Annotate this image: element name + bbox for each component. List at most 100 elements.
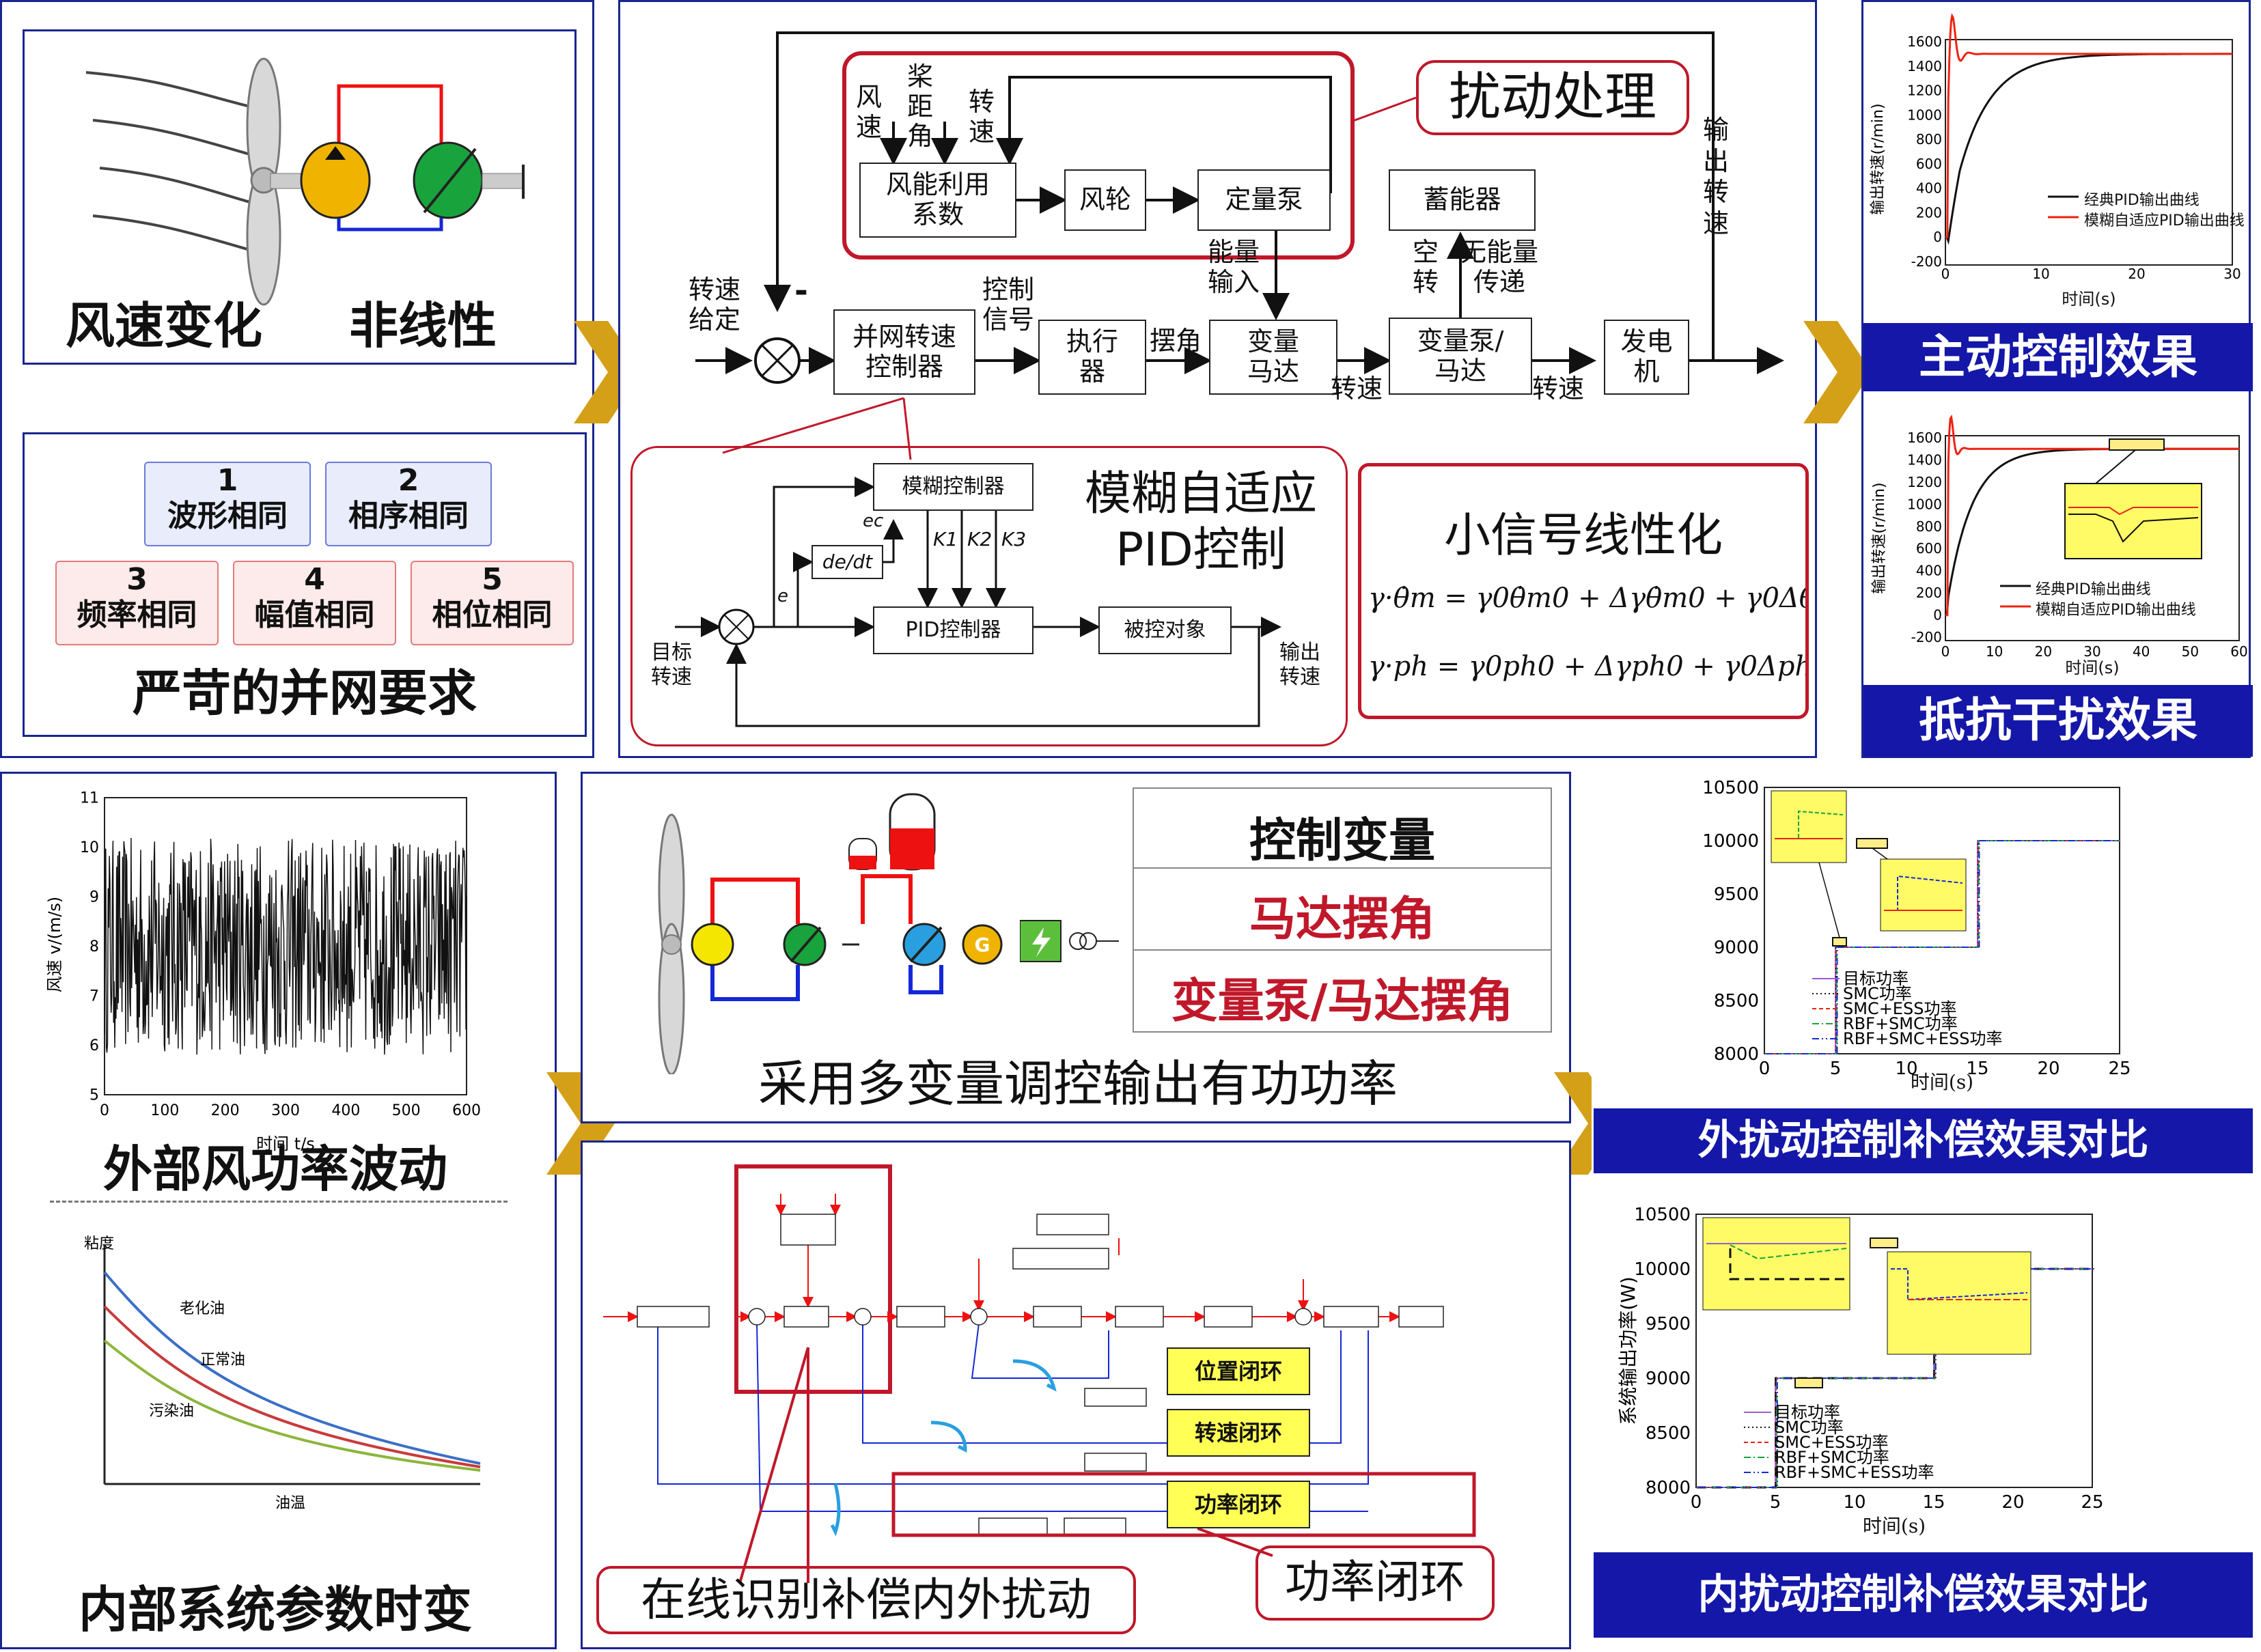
x-tick-label: 15 bbox=[1922, 1492, 1945, 1513]
y-tick-label: 8500 bbox=[1646, 1423, 1691, 1444]
y-tick-label: 9500 bbox=[1646, 1314, 1691, 1334]
disturbance-box bbox=[842, 51, 1355, 260]
y-tick-label: 10500 bbox=[1702, 778, 1759, 798]
cp-block: 风能利用 系数 bbox=[859, 163, 1016, 238]
var-pump-motor-block: 变量泵/ 马达 bbox=[1389, 318, 1532, 395]
y-tick-label: 200 bbox=[1916, 585, 1942, 601]
polluted-oil: 污染油 bbox=[149, 1403, 194, 1420]
x-tick-label: 10 bbox=[2032, 266, 2049, 282]
ctrl-var-title: 控制变量 bbox=[1249, 814, 1435, 868]
x-tick-label: 600 bbox=[452, 1102, 481, 1119]
energy-input-label: 能量 输入 bbox=[1208, 237, 1260, 297]
online-id-label: 在线识别补偿内外扰动 bbox=[641, 1573, 1092, 1626]
x-tick-label: 400 bbox=[331, 1102, 360, 1119]
x-tick-label: 0 bbox=[1691, 1492, 1702, 1513]
fixed-pump-block: 定量泵 bbox=[1197, 169, 1331, 231]
y-tick-label: 200 bbox=[1916, 204, 1942, 221]
hydraulic-system-diagram: G bbox=[658, 793, 1003, 1074]
grid-ctrl-block: 并网转速 控制器 bbox=[833, 309, 975, 395]
power-control-diagram bbox=[603, 1164, 1476, 1584]
x-tick-label: 5 bbox=[1770, 1492, 1781, 1513]
y-tick-label: 9500 bbox=[1714, 884, 1759, 905]
ctrl-var-divider-2 bbox=[1134, 949, 1551, 951]
speed-label-1: 转速 bbox=[1331, 374, 1383, 404]
x-tick-label: 100 bbox=[150, 1102, 179, 1119]
x-tick-label: 10 bbox=[1986, 643, 2003, 660]
y-tick-label: 9000 bbox=[1714, 938, 1759, 958]
fuzzy-title: 模糊自适应 PID控制 bbox=[1084, 467, 1317, 577]
speed-loop: 转速闭环 bbox=[1167, 1409, 1310, 1457]
legend-label: RBF+SMC功率 bbox=[1775, 1448, 1889, 1467]
tr1-ylabel: 输出转速(r/min) bbox=[1870, 103, 1887, 214]
y-tick-label: 400 bbox=[1916, 563, 1942, 579]
y-tick-label: 8000 bbox=[1646, 1478, 1691, 1498]
y-tick-label: 1200 bbox=[1907, 83, 1942, 99]
x-tick-label: 20 bbox=[2035, 643, 2052, 660]
y-tick-label: 11 bbox=[80, 790, 99, 807]
legend-label: RBF+SMC+ESS功率 bbox=[1843, 1029, 2003, 1048]
disturbance-label-box: 扰动处理 bbox=[1416, 60, 1689, 135]
y-tick-label: -200 bbox=[1911, 629, 1942, 645]
plant-block: 被控对象 bbox=[1098, 606, 1232, 654]
k3-label: K3 bbox=[1001, 528, 1027, 550]
x-tick-label: 10 bbox=[1895, 1059, 1917, 1079]
power-loop-box: 功率闭环 bbox=[1167, 1481, 1310, 1528]
turbine-box: 风速变化 非线性 bbox=[23, 29, 577, 365]
wind-fluctuation-title: 外部风功率波动 bbox=[102, 1140, 447, 1198]
x-tick-label: 20 bbox=[2001, 1492, 2024, 1513]
top-diagram-lines bbox=[695, 31, 1784, 460]
y-tick-label: 1200 bbox=[1907, 474, 1942, 490]
x-tick-label: 40 bbox=[2133, 643, 2150, 660]
pitch-in: 桨 距 角 bbox=[907, 61, 934, 152]
out-speed-label: 输 出 转 速 bbox=[1703, 115, 1730, 238]
swing-label: 摆角 bbox=[1150, 326, 1202, 356]
title-external-compare: 外扰动控制补偿效果对比 bbox=[1594, 1108, 2253, 1173]
y-tick-label: 0 bbox=[1933, 607, 1942, 624]
panel-bottom-center-bottom: 位置闭环 转速闭环 功率闭环 在线识别补偿内外扰动 功率闭环 bbox=[581, 1140, 1571, 1649]
x-tick-label: 15 bbox=[1966, 1059, 1988, 1079]
arrow-chevron-icon-2 bbox=[1803, 321, 1872, 423]
online-id-box: 在线识别补偿内外扰动 bbox=[596, 1566, 1136, 1634]
grid-req-title: 严苛的并网要求 bbox=[132, 664, 477, 722]
legend-label: SMC功率 bbox=[1843, 984, 1912, 1003]
y-tick-label: 1000 bbox=[1907, 107, 1942, 123]
y-tick-label: 1400 bbox=[1907, 451, 1942, 468]
x-tick-label: 20 bbox=[2128, 266, 2145, 282]
visc-ylabel: 粘度 bbox=[84, 1235, 114, 1252]
x-tick-label: 0 bbox=[100, 1102, 109, 1119]
ec-label: ec bbox=[863, 511, 884, 531]
out-speed-label-2: 输出 转速 bbox=[1279, 641, 1320, 689]
legend-label: SMC功率 bbox=[1775, 1418, 1844, 1437]
e-label: e bbox=[777, 586, 788, 606]
aged-oil: 老化油 bbox=[180, 1300, 225, 1317]
x-tick-label: 30 bbox=[2083, 643, 2100, 660]
x-tick-label: 60 bbox=[2230, 643, 2247, 660]
x-tick-label: 10 bbox=[1843, 1492, 1865, 1513]
br1-xlabel: 时间(s) bbox=[1910, 1071, 1974, 1093]
y-tick-label: 9 bbox=[89, 889, 99, 906]
x-tick-label: 5 bbox=[1830, 1059, 1842, 1079]
title-active-control: 主动控制效果 bbox=[1863, 323, 2253, 391]
pos-loop: 位置闭环 bbox=[1167, 1347, 1310, 1395]
y-tick-label: 10500 bbox=[1634, 1205, 1691, 1225]
y-tick-label: 600 bbox=[1916, 156, 1942, 172]
fuzzy-box bbox=[630, 446, 1348, 746]
speed-label-2: 转速 bbox=[1532, 374, 1585, 404]
y-tick-label: 5 bbox=[89, 1087, 99, 1104]
tr2-xlabel: 时间(s) bbox=[2065, 658, 2120, 677]
legend-label: SMC+ESS功率 bbox=[1843, 999, 1956, 1018]
visc-xlabel: 油温 bbox=[275, 1495, 305, 1512]
wind-ylabel: 风速 v/(m/s) bbox=[45, 897, 64, 993]
y-tick-label: -200 bbox=[1911, 253, 1942, 270]
ctrl-var-box: 控制变量 马达摆角 变量泵/马达摆角 bbox=[1133, 787, 1552, 1033]
